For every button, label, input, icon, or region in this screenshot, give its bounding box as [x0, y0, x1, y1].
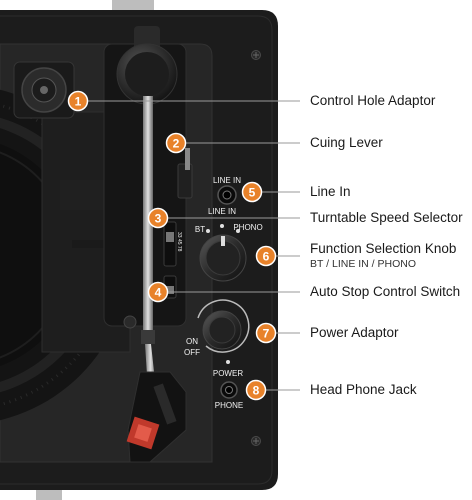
callout-badge-4: 4 — [147, 281, 169, 303]
panel-label-power: POWER — [213, 369, 243, 378]
callout-label-line-in: Line In — [310, 184, 351, 199]
callout-label-turntable-speed-selector: Turntable Speed Selector — [310, 210, 463, 225]
screw-icon — [251, 436, 261, 446]
callout-label-control-hole-adaptor: Control Hole Adaptor — [310, 93, 436, 108]
callout-label-power-adaptor: Power Adaptor — [310, 325, 399, 340]
panel-label-line-in-top: LINE IN — [213, 176, 241, 185]
function-selection-knob — [199, 234, 247, 282]
callout-badge-2: 2 — [165, 132, 187, 154]
panel-label-off: OFF — [184, 348, 200, 357]
svg-text:1: 1 — [75, 95, 82, 109]
svg-text:2: 2 — [173, 137, 180, 151]
tonearm-counterweight — [116, 26, 178, 105]
panel-label-phono: PHONO — [233, 223, 262, 232]
hinge-bottom — [36, 490, 62, 500]
headshell — [126, 371, 187, 463]
callout-badge-6: 6 — [255, 245, 277, 267]
panel-label-line-in-mid: LINE IN — [208, 207, 236, 216]
callout-badge-8: 8 — [245, 379, 267, 401]
callout-badge-1: 1 — [67, 90, 89, 112]
callout-label-auto-stop-control-switch: Auto Stop Control Switch — [310, 284, 461, 299]
screw-icon — [123, 315, 137, 329]
cuing-lever — [177, 148, 193, 199]
power-knob — [197, 299, 250, 353]
speed-selector-switch: 33 45 78 — [163, 221, 182, 267]
panel-label-on: ON — [186, 337, 198, 346]
svg-text:7: 7 — [263, 327, 270, 341]
svg-text:5: 5 — [249, 186, 256, 200]
leader-lines — [86, 100, 300, 391]
callout-badge-5: 5 — [241, 181, 263, 203]
svg-text:6: 6 — [263, 250, 270, 264]
svg-text:4: 4 — [155, 286, 162, 300]
indicator-dot — [236, 229, 240, 233]
indicator-dot — [220, 224, 224, 228]
svg-text:3: 3 — [155, 212, 162, 226]
callout-sublabel-function-modes: BT / LINE IN / PHONO — [310, 258, 416, 270]
panel-label-phone: PHONE — [215, 401, 243, 410]
power-led — [226, 360, 230, 364]
control-hole-adaptor — [13, 61, 75, 119]
callout-label-function-selection-knob: Function Selection Knob — [310, 241, 457, 256]
line-in-jack — [217, 185, 237, 205]
callout-badge-3: 3 — [147, 207, 169, 229]
indicator-dot — [206, 229, 210, 233]
svg-text:33 45 78: 33 45 78 — [176, 232, 182, 252]
svg-text:8: 8 — [253, 384, 260, 398]
callout-label-cuing-lever: Cuing Lever — [310, 135, 383, 150]
callout-label-head-phone-jack: Head Phone Jack — [310, 382, 417, 397]
screw-icon — [251, 50, 261, 60]
headphone-jack — [220, 381, 238, 399]
callout-badge-7: 7 — [255, 322, 277, 344]
panel-label-bt: BT — [195, 225, 205, 234]
hinge-top — [112, 0, 154, 10]
